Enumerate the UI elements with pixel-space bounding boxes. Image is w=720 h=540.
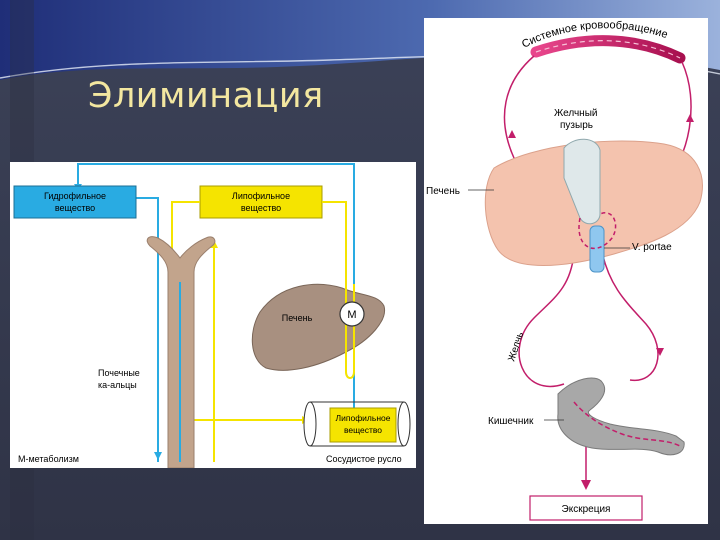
intestine-label: Кишечник	[488, 416, 534, 427]
lipophilic-box-line1: Липофильное	[232, 191, 290, 201]
portal-vein-label: V. portae	[632, 242, 672, 253]
enterohepatic-circulation-diagram: Системное кровообращение Желчный пузырь …	[424, 18, 708, 524]
excretion-label: Экскреция	[562, 504, 611, 515]
circulation-arrow-left	[508, 130, 516, 138]
vessel-box-line2: вещество	[344, 425, 382, 435]
renal-tubules-line1: Почечные	[98, 368, 140, 378]
excretion-arrow	[581, 480, 591, 490]
liver-label: Печень	[282, 313, 313, 323]
hydrophilic-down-arrow	[154, 452, 162, 460]
hydrophilic-box-line1: Гидрофильное	[44, 191, 106, 201]
slide-title: Элиминация	[88, 76, 324, 116]
elimination-pathways-diagram: Гидрофильное вещество Липофильное вещест…	[10, 162, 416, 468]
hydrophilic-to-tubule	[78, 198, 158, 462]
metabolism-caption: М-метаболизм	[18, 454, 79, 464]
metabolism-symbol: M	[347, 309, 356, 321]
bile-label: Желчь	[506, 331, 526, 363]
lipophilic-box-line2: вещество	[241, 203, 281, 213]
vessel-left-rim	[304, 402, 316, 446]
gallbladder-line1: Желчный	[554, 108, 597, 119]
portal-to-vessel	[519, 254, 574, 386]
vessel-caption: Сосудистое русло	[326, 454, 402, 464]
renal-tubules-line2: ка-альцы	[98, 380, 137, 390]
liver-right-label: Печень	[426, 186, 460, 197]
systemic-vessel	[536, 41, 680, 58]
liver-shape	[252, 284, 384, 370]
gallbladder-line2: пузырь	[560, 120, 593, 131]
hydrophilic-box-line2: вещество	[55, 203, 95, 213]
portal-vein-shape	[590, 226, 604, 272]
bile-path	[602, 252, 658, 380]
intestine-shape	[558, 378, 684, 455]
vessel-right-rim	[398, 402, 410, 446]
vessel-box-line1: Липофильное	[336, 413, 391, 423]
circulation-arrow-right	[686, 114, 694, 122]
